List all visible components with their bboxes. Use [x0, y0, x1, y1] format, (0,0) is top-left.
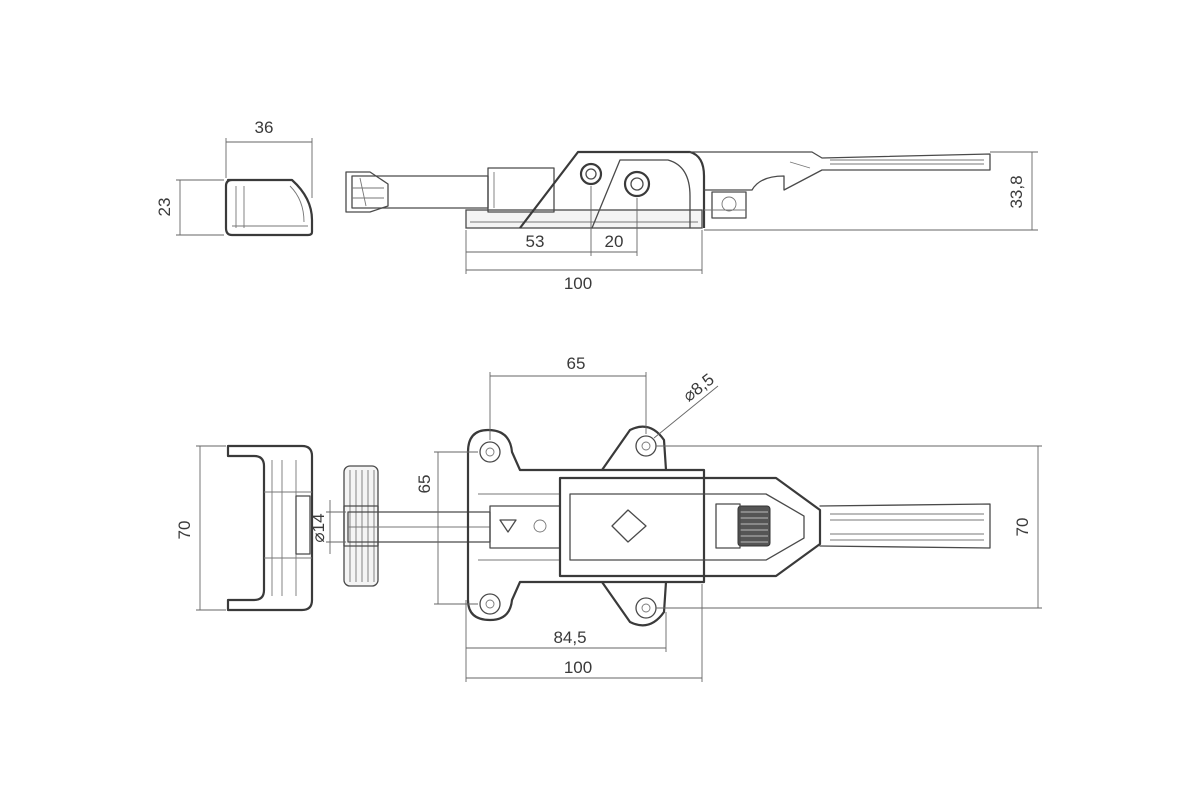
dim-text-70-left: 70 [175, 521, 194, 540]
keeper-front-view [226, 444, 314, 612]
dim-text-65-horizontal: 65 [567, 354, 586, 373]
keeper-side-view [224, 178, 314, 237]
dimension-84-5: 84,5 [465, 600, 667, 682]
dimension-100-top: 100 [466, 230, 703, 293]
dim-text-65-vertical: 65 [415, 475, 434, 494]
latch-side-view [345, 150, 991, 229]
dim-text-23: 23 [155, 198, 174, 217]
dim-text-53: 53 [526, 232, 545, 251]
dimension-23: 23 [155, 179, 224, 236]
dim-text-100-top: 100 [564, 274, 592, 293]
dim-text-hole-diameter: ⌀8,5 [679, 370, 717, 406]
dim-text-33-8: 33,8 [1007, 175, 1026, 208]
dimension-pin-diameter: ⌀14 [309, 500, 346, 554]
dimension-20: 20 [591, 198, 638, 256]
dimension-33-8: 33,8 [704, 151, 1038, 231]
dimension-65-horizontal: 65 [489, 354, 647, 440]
dim-text-20: 20 [605, 232, 624, 251]
dimension-hole-diameter: ⌀8,5 [653, 370, 719, 439]
dimension-65-vertical: 65 [415, 451, 478, 605]
dimension-36: 36 [225, 118, 313, 198]
dim-text-pin-diameter: ⌀14 [309, 513, 328, 542]
dim-text-36: 36 [255, 118, 274, 137]
dimension-100-bottom: 100 [466, 584, 703, 682]
dimension-70-left: 70 [175, 445, 226, 611]
latch-top-view [343, 425, 991, 627]
dimension-70-right: 70 [656, 445, 1042, 609]
dim-text-100-bottom: 100 [564, 658, 592, 677]
dim-text-84-5: 84,5 [553, 628, 586, 647]
dimension-53: 53 [465, 186, 592, 274]
dim-text-70-right: 70 [1013, 518, 1032, 537]
